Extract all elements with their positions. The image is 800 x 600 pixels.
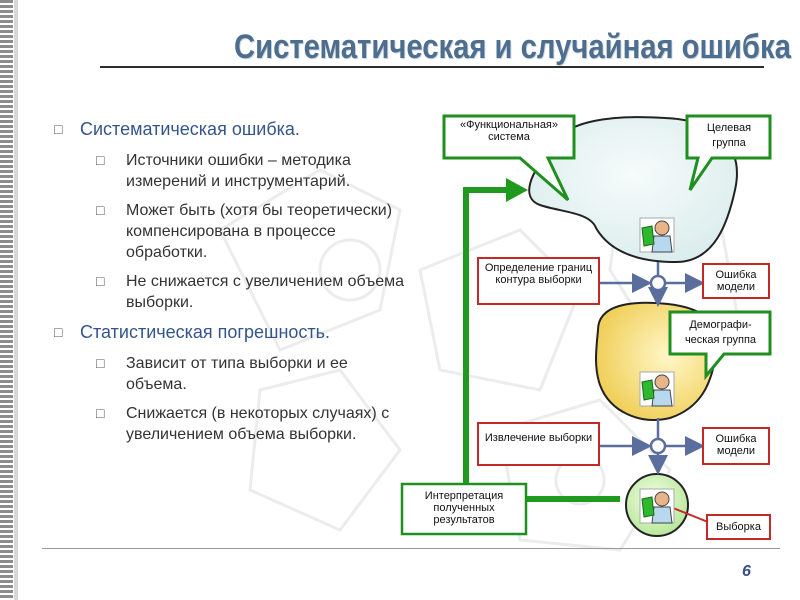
- bullet-marker-icon: □: [96, 405, 105, 421]
- feedback-line: [463, 187, 620, 502]
- page-number: 6: [742, 563, 751, 580]
- bullet-level2: □ Зависит от типа выборки и ее объема.: [40, 353, 405, 395]
- bullet-text: Статистическая погрешность.: [80, 322, 331, 342]
- bullet-level1: □ Статистическая погрешность.: [40, 321, 405, 343]
- person-icon: [639, 217, 675, 253]
- bullet-level2: □ Не снижается с увеличением объема выбор…: [40, 271, 405, 313]
- sample-label: Выборка: [716, 521, 761, 533]
- bullet-text: Источники ошибки – методика измерений и …: [126, 152, 351, 190]
- bullet-text: Может быть (хотя бы теоретически) компен…: [126, 202, 393, 261]
- target-group-callout: [685, 114, 772, 191]
- sampling-frame-box: [477, 257, 600, 305]
- sample-extraction-label: Извлечение выборки: [484, 432, 593, 444]
- left-stripe-shadow: [14, 0, 18, 600]
- functional-system-label: «Функциональная» система: [459, 119, 559, 143]
- demographic-group-label: Демографи-ческая группа: [684, 319, 757, 346]
- sample-pointer: [672, 507, 709, 523]
- bullet-text: Зависит от типа выборки и ее объема.: [126, 355, 348, 393]
- sample-extraction-box: [477, 422, 600, 466]
- bullet-marker-icon: □: [96, 355, 105, 371]
- person-icon: [639, 488, 675, 524]
- model-error-box-2: [702, 427, 770, 465]
- bullet-marker-icon: □: [54, 324, 63, 340]
- junction-node: [649, 274, 667, 292]
- bullet-level2: □ Источники ошибки – методика измерений и…: [40, 150, 405, 192]
- demographic-group-callout: [668, 310, 772, 381]
- model-error-label-1: Ошибка модели: [715, 269, 757, 293]
- interpretation-label: Интерпретация полученных результатов: [424, 490, 504, 526]
- bullet-text: Снижается (в некоторых случаях) с увелич…: [126, 405, 390, 443]
- bullet-text: Систематическая ошибка.: [80, 119, 300, 139]
- person-icon: [639, 371, 675, 407]
- bullet-text: Не снижается с увеличением объема выборк…: [126, 273, 404, 311]
- target-group-label: Целевая группа: [706, 122, 752, 149]
- bullet-marker-icon: □: [54, 121, 63, 137]
- target-group-blob: [528, 116, 738, 264]
- bullet-level2: □ Снижается (в некоторых случаях) с увели…: [40, 403, 405, 445]
- title-divider: [100, 66, 764, 68]
- left-stripe-decoration: [0, 0, 13, 600]
- bullet-marker-icon: □: [96, 152, 105, 168]
- junction-node: [649, 437, 667, 455]
- feedback-arrowhead-icon: [506, 178, 528, 202]
- bullet-level1: □ Систематическая ошибка.: [40, 118, 405, 140]
- model-error-box-1: [702, 263, 770, 299]
- sample-box: [706, 514, 771, 540]
- interpretation-box: [400, 482, 528, 536]
- functional-system-callout: [442, 114, 576, 202]
- footer-divider: [42, 548, 780, 549]
- bullet-marker-icon: □: [96, 273, 105, 289]
- bullet-level2: □ Может быть (хотя бы теоретически) компе…: [40, 200, 405, 263]
- bullet-marker-icon: □: [96, 202, 105, 218]
- bullet-list: □ Систематическая ошибка. □ Источники ошиб…: [40, 118, 405, 453]
- model-error-label-2: Ошибка модели: [715, 433, 757, 457]
- sampling-frame-label: Определение границ контура выборки: [484, 262, 593, 286]
- page-title: Систематическая и случайная ошибка: [234, 28, 791, 66]
